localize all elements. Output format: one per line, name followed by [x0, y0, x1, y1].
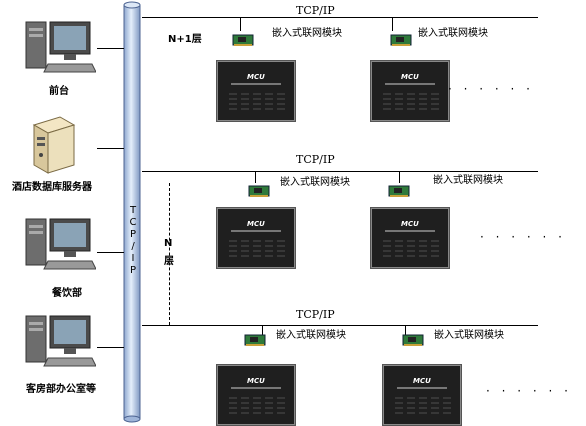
connector-line: [97, 252, 124, 253]
module-label: 嵌入式联网模块: [418, 28, 488, 39]
bus-label-char: /: [131, 241, 135, 252]
module-label: 嵌入式联网模块: [272, 28, 342, 39]
continuation-dots: · · · · · ·: [448, 82, 534, 96]
mcu-label: MCU: [413, 377, 431, 385]
continuation-dots: · · · · · ·: [480, 230, 566, 244]
bus-label-char: C: [129, 217, 137, 228]
node-label: 客房部办公室等: [26, 384, 96, 395]
network-module-icon: [388, 185, 410, 197]
network-module-icon: [402, 334, 424, 346]
connector-line: [97, 148, 124, 149]
network-line: [142, 325, 538, 326]
mcu-controller: MCU: [370, 207, 450, 269]
node-label: 餐饮部: [52, 288, 82, 299]
mcu-controller: MCU: [216, 207, 296, 269]
network-label: TCP/IP: [296, 308, 335, 321]
network-module-icon: [244, 334, 266, 346]
drop-line: [405, 325, 406, 335]
bus-label-char: P: [129, 265, 137, 276]
drop-line: [240, 17, 241, 31]
mcu-label: MCU: [247, 220, 265, 228]
connector-line: [97, 48, 124, 49]
module-label: 嵌入式联网模块: [276, 330, 346, 341]
layer-span-dashed-line: [169, 183, 170, 325]
bus-label: T C P / I P: [127, 205, 139, 277]
mcu-label: MCU: [247, 73, 265, 81]
mcu-label: MCU: [247, 377, 265, 385]
node-label: 酒店数据库服务器: [12, 182, 92, 193]
drop-line: [392, 17, 393, 31]
bus-label-char: T: [129, 205, 137, 216]
mcu-label: MCU: [401, 73, 419, 81]
network-label: TCP/IP: [296, 153, 335, 166]
connector-line: [97, 347, 124, 348]
drop-line: [262, 325, 263, 335]
network-label: TCP/IP: [296, 4, 335, 17]
network-line: [142, 17, 538, 18]
network-module-icon: [248, 185, 270, 197]
layer-label: 层: [164, 256, 174, 267]
module-label: 嵌入式联网模块: [433, 175, 503, 186]
drop-line: [255, 171, 256, 183]
network-module-icon: [232, 34, 254, 46]
computer-icon: [25, 21, 96, 73]
node-label: 前台: [49, 86, 69, 97]
mcu-controller: MCU: [216, 364, 296, 426]
module-label: 嵌入式联网模块: [280, 177, 350, 188]
computer-icon: [25, 315, 96, 367]
module-label: 嵌入式联网模块: [434, 330, 504, 341]
mcu-label: MCU: [401, 220, 419, 228]
bus-label-char: P: [129, 229, 137, 240]
mcu-controller: MCU: [216, 60, 296, 122]
drop-line: [399, 171, 400, 183]
tcpip-bus-cylinder: [123, 1, 141, 423]
bus-label-char: I: [131, 253, 135, 264]
mcu-controller: MCU: [370, 60, 450, 122]
mcu-controller: MCU: [382, 364, 462, 426]
layer-label: N+1层: [168, 34, 202, 45]
network-module-icon: [390, 34, 412, 46]
continuation-dots: · · · · · ·: [486, 384, 572, 398]
layer-label: N: [164, 238, 173, 249]
computer-icon: [25, 218, 96, 270]
network-line: [142, 171, 538, 172]
server-icon: [32, 116, 76, 174]
